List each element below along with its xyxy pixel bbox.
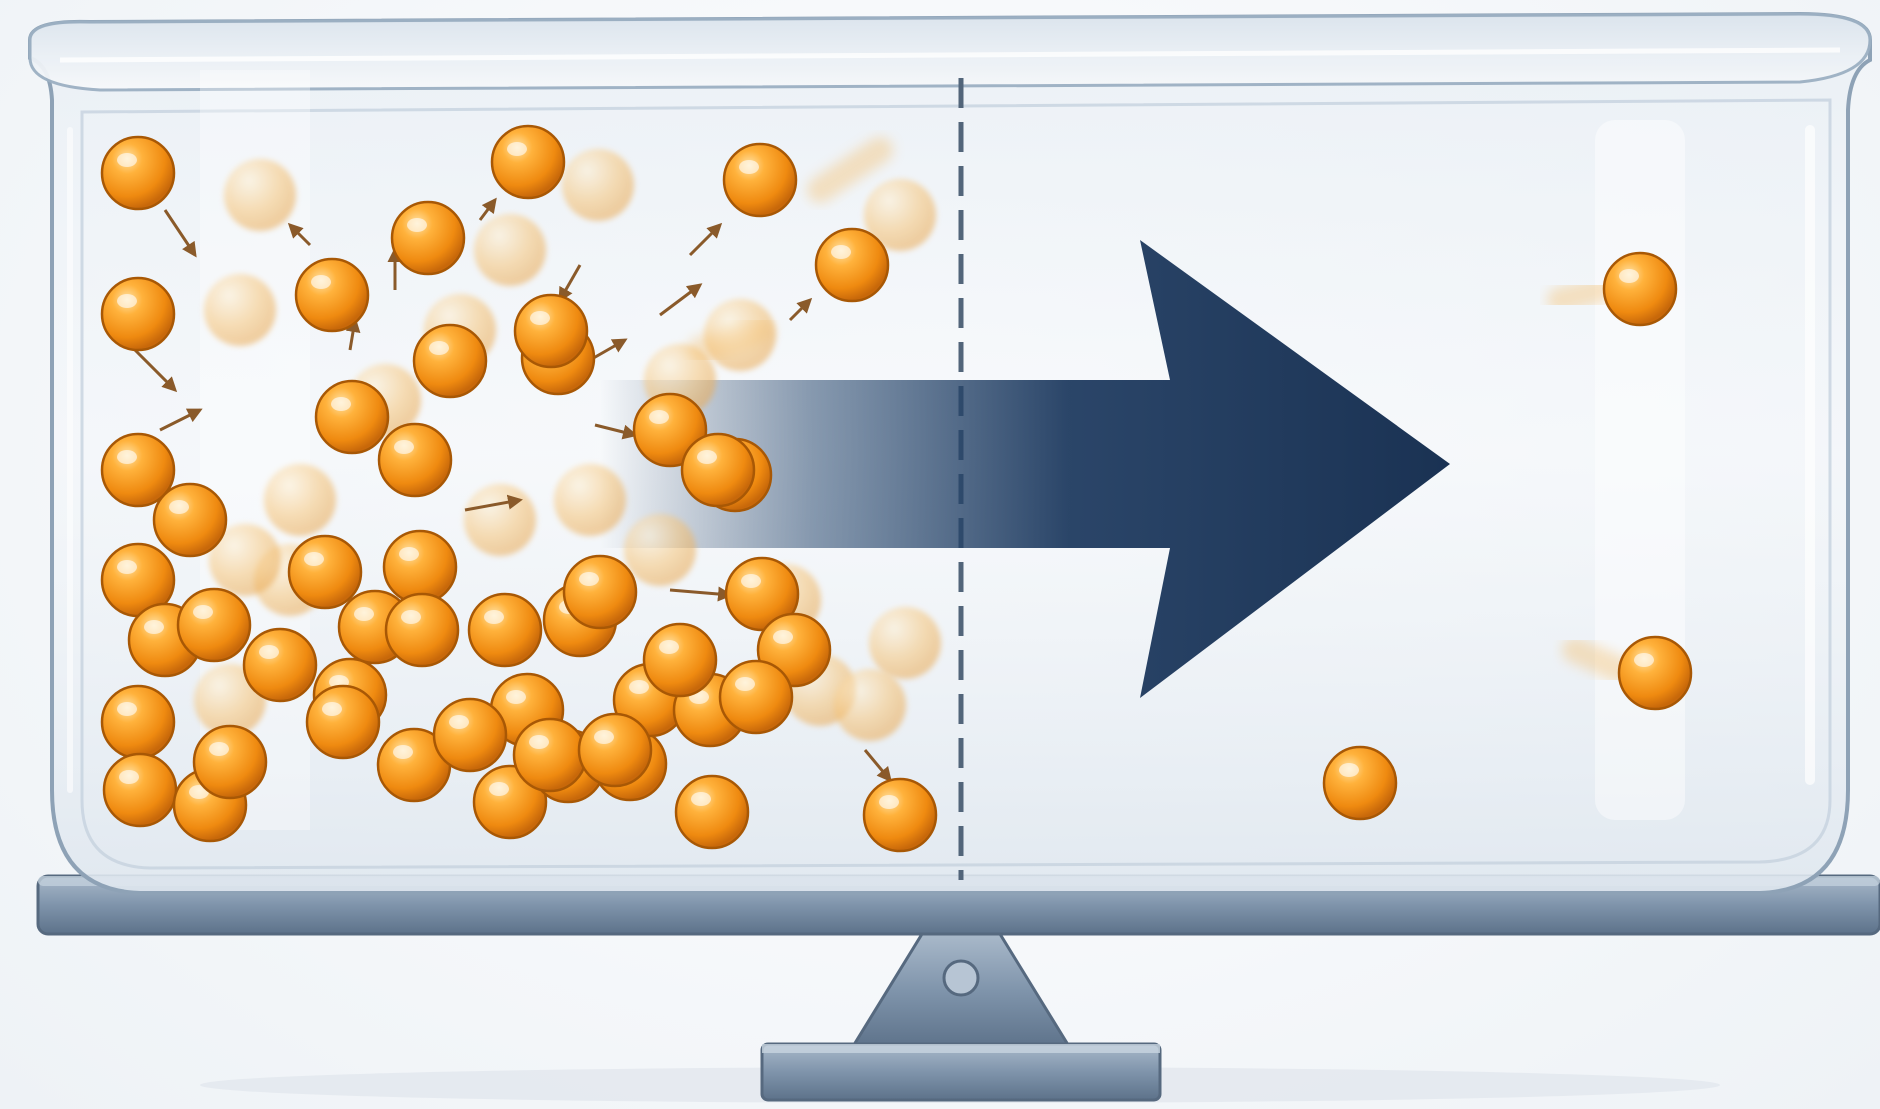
particle <box>102 278 174 350</box>
particle <box>864 779 936 851</box>
particle <box>724 144 796 216</box>
ghost-particle <box>204 274 276 346</box>
particle <box>469 594 541 666</box>
motion-trail <box>1575 650 1620 670</box>
particle <box>296 259 368 331</box>
particle <box>816 229 888 301</box>
particle <box>102 137 174 209</box>
particle <box>104 754 176 826</box>
particle <box>102 686 174 758</box>
ghost-particle <box>624 514 696 586</box>
ghost-particle <box>704 299 776 371</box>
particle <box>644 624 716 696</box>
particle <box>564 556 636 628</box>
particle <box>515 295 587 367</box>
ghost-particle <box>264 464 336 536</box>
particle <box>194 726 266 798</box>
particle <box>492 126 564 198</box>
particle <box>307 686 379 758</box>
particle <box>244 629 316 701</box>
particle <box>1324 747 1396 819</box>
particle <box>384 531 456 603</box>
ghost-particle <box>554 464 626 536</box>
particle <box>676 776 748 848</box>
particle <box>434 699 506 771</box>
particle <box>392 202 464 274</box>
stand-bolt <box>944 961 978 995</box>
stand <box>38 876 1880 1100</box>
particle <box>386 594 458 666</box>
ghost-particle <box>562 149 634 221</box>
ghost-particle <box>869 607 941 679</box>
particle <box>316 381 388 453</box>
ghost-particle <box>834 669 906 741</box>
particle <box>514 719 586 791</box>
motion-trail <box>1560 290 1600 300</box>
particle <box>414 325 486 397</box>
particle <box>178 589 250 661</box>
ghost-particle <box>474 214 546 286</box>
particle <box>720 661 792 733</box>
particle <box>1619 637 1691 709</box>
particle <box>379 424 451 496</box>
ghost-particle <box>464 484 536 556</box>
particle <box>154 484 226 556</box>
particle <box>682 434 754 506</box>
particle <box>579 714 651 786</box>
particle <box>1604 253 1676 325</box>
ghost-particle <box>224 159 296 231</box>
particle <box>289 536 361 608</box>
